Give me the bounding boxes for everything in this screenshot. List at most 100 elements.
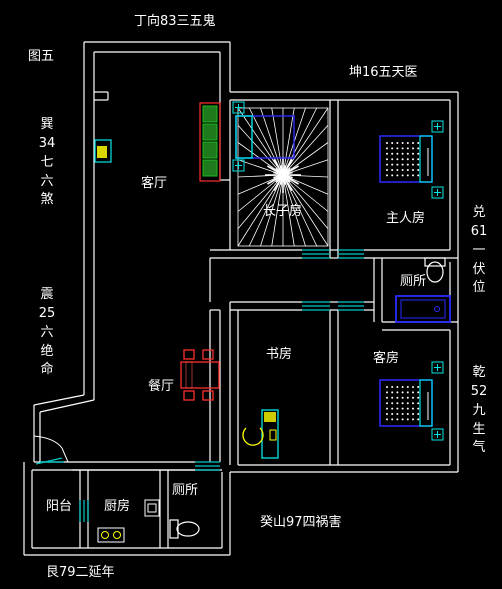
bed-dot [391,386,394,388]
bed-dot [401,396,404,399]
fan-icon [232,101,444,441]
bed-icon [379,135,433,183]
bed-dot [412,413,414,415]
direction-top-right-label: 坤16五天医 [349,65,418,80]
bed-dot [412,169,414,171]
bed-dot [386,396,388,399]
dining-table-icon [180,349,220,401]
bed-dot [417,402,420,405]
bed-dot [401,169,404,171]
bed-dot [391,142,394,144]
bed-dot [396,169,399,171]
bed-dot [417,407,420,410]
bed-dot [406,407,409,410]
stair-ray [237,124,284,176]
bed-dot [412,418,414,421]
bed-dot [396,152,399,155]
stair-ray [282,124,329,176]
bed-dot [412,147,414,150]
bed-dot [417,147,420,150]
stair-ray [237,174,284,230]
walls [23,41,459,556]
bed-dot [396,158,399,161]
desk-icon [242,409,279,459]
room-balcony-label: 阳台 [46,499,73,514]
bed-dot [401,142,404,144]
stair-ray [271,174,284,247]
bed-dot [391,402,394,405]
direction-bottom-middle-label: 癸山97四祸害 [260,515,342,530]
stair-ray [237,174,284,212]
bed-dot [386,407,388,410]
bed-dot [417,174,420,177]
bed-dot [401,158,404,161]
bed-dot [406,174,409,177]
bed-dot [417,142,420,144]
bed-dot [391,152,394,155]
room-toilet-right-label: 厕所 [400,274,427,289]
stair-ray [237,142,284,176]
bed-dot [396,142,399,144]
direction-right-lower-label: 乾 52 九 生 气 [470,365,488,456]
bed-dot [386,142,388,144]
bed-dot [401,152,404,155]
bed-dot [401,418,404,421]
bed-dot [391,418,394,421]
bed-dot [386,152,388,155]
bed-dot [396,386,399,388]
bed-dot [417,418,420,421]
railing [33,435,69,463]
bed-dot [401,413,404,415]
bed-dot [401,163,404,166]
bed-dot [396,418,399,421]
direction-left-upper-label: 巽 34 七 六 煞 [38,117,56,208]
bed-dot [396,402,399,405]
bed-dot [406,169,409,171]
bed-dot [406,163,409,166]
stair-ray [282,174,295,247]
bed-dot [412,158,414,161]
bed-dot [401,391,404,394]
stair-ray [282,174,318,247]
bed-dot [412,142,414,144]
stove-icon [97,527,125,543]
star-burst [265,157,301,193]
bed-dot [396,407,399,410]
bed-dot [406,402,409,405]
stair-ray [237,107,284,176]
bed-dot [417,169,420,171]
bed-dot [406,147,409,150]
bed-dot [386,174,388,177]
bed-dot [391,163,394,166]
bed-dot [391,396,394,399]
stair-ray [282,174,329,195]
bed-dot [412,391,414,394]
bed-icon [235,115,295,159]
room-toilet-bottom-label: 厕所 [172,483,199,498]
bed-dot [406,142,409,144]
bed-dot [417,163,420,166]
bed-dot [406,152,409,155]
bed-dot [406,391,409,394]
bed-dot [406,396,409,399]
stair-ray [282,107,329,176]
bed-dot [412,174,414,177]
star-ray [282,171,293,176]
bathtub-icon [395,295,451,323]
bed-dot [412,407,414,410]
bed-dot [412,386,414,388]
room-master-label: 主人房 [386,211,426,226]
bed-dot [386,158,388,161]
stair-ray [282,174,329,212]
direction-top-label: 丁向83三五鬼 [134,14,216,29]
bed-dot [391,413,394,415]
stair-ray [237,174,284,195]
stair-ray [282,174,306,247]
bed-dot [396,147,399,150]
sofa-icon [199,102,221,182]
bed-dot [406,158,409,161]
direction-bottom-left-label: 艮79二延年 [46,565,115,580]
bed-dot [406,413,409,415]
room-kitchen-label: 厨房 [104,499,131,514]
stair-ray [260,107,284,176]
